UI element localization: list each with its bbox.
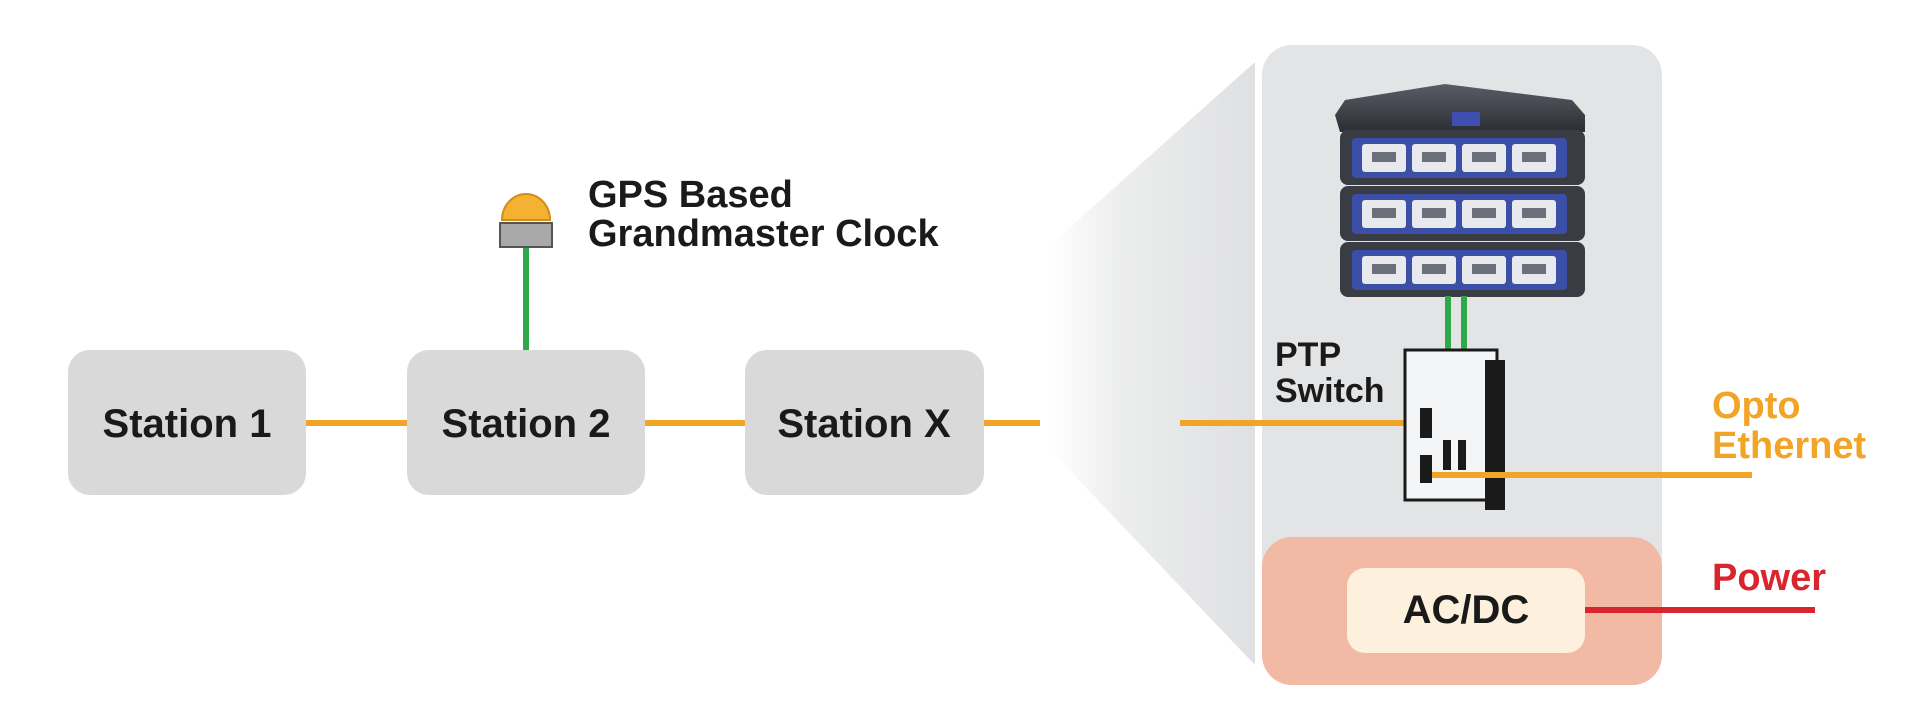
switch-label-line2: Switch — [1275, 372, 1385, 410]
data-acquisition-modules-icon — [1335, 84, 1585, 297]
switch-label-line1: PTP — [1275, 336, 1341, 374]
station-box-x: Station X — [745, 350, 984, 495]
clock-label-line1: GPS Based — [588, 174, 793, 216]
station-box-1: Station 1 — [68, 350, 306, 495]
clock-label-line2: Grandmaster Clock — [588, 213, 939, 255]
ptp-switch-icon — [1403, 348, 1505, 510]
gps-clock-icon — [499, 193, 553, 248]
station-label: Station X — [777, 402, 951, 446]
power-label: Power — [1712, 557, 1826, 599]
opto-label-line2: Ethernet — [1712, 425, 1866, 467]
station-label: Station 2 — [442, 402, 611, 446]
acdc-box: AC/DC — [1347, 568, 1585, 653]
station-label: Station 1 — [103, 402, 272, 446]
opto-label-line1: Opto — [1712, 385, 1801, 427]
acdc-label: AC/DC — [1403, 588, 1530, 632]
zoom-wedge — [1050, 62, 1255, 665]
station-box-2: Station 2 — [407, 350, 645, 495]
